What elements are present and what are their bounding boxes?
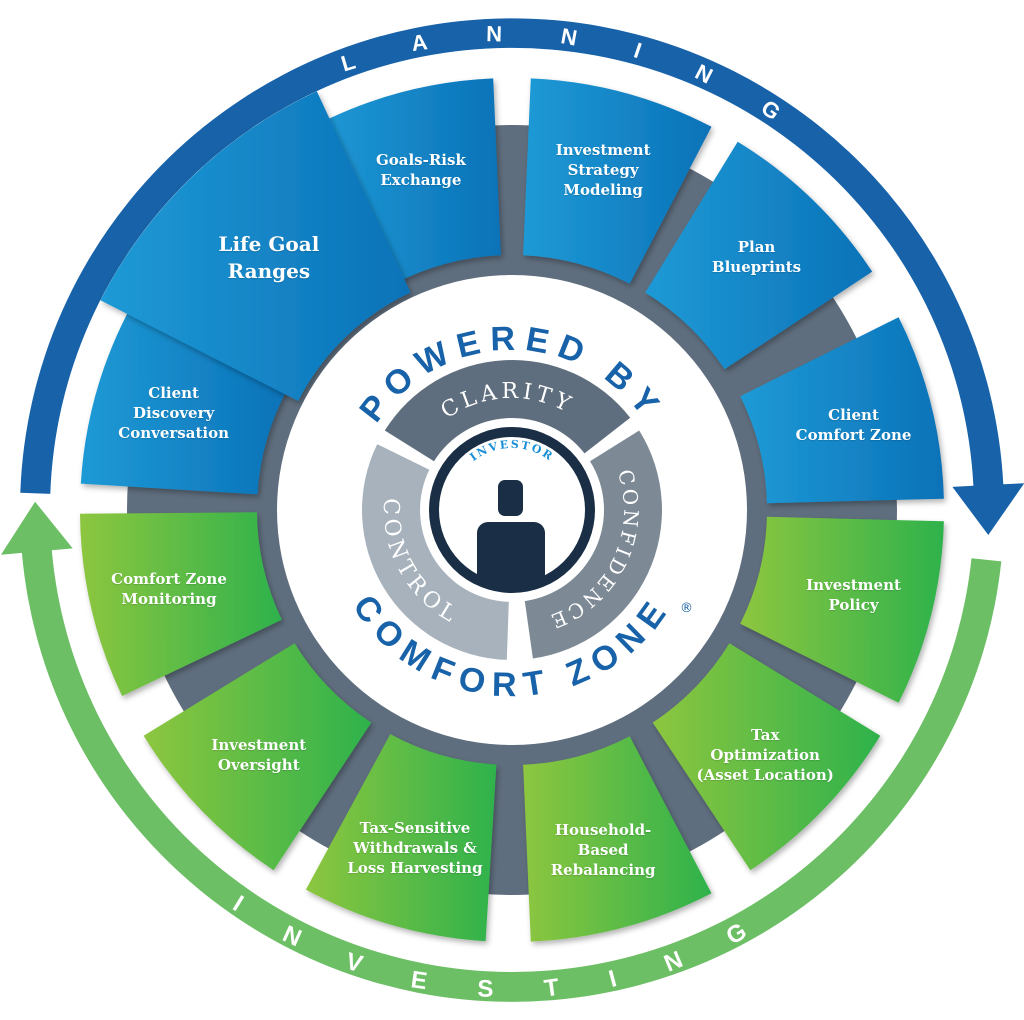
clarity-arrow bbox=[384, 360, 631, 462]
registered-mark: ® bbox=[680, 601, 693, 616]
tile-0 bbox=[312, 78, 501, 284]
confidence-arrow bbox=[524, 430, 662, 659]
tile-label: Tax Optimization (Asset Location) bbox=[696, 725, 834, 784]
tile-9 bbox=[80, 512, 282, 696]
tile-7 bbox=[305, 734, 497, 942]
tile-8 bbox=[143, 643, 372, 871]
tile-10 bbox=[80, 303, 288, 495]
tile-6 bbox=[523, 736, 712, 942]
tile-label: Client Discovery Conversation bbox=[118, 383, 229, 442]
tile-label: Plan Blueprints bbox=[711, 237, 802, 276]
tile-label: Client Comfort Zone bbox=[795, 405, 912, 444]
tile-1 bbox=[523, 78, 712, 284]
tile-11 bbox=[100, 91, 411, 402]
tile-label: Investment Oversight bbox=[211, 735, 307, 774]
tile-label: Goals-Risk Exchange bbox=[375, 150, 466, 189]
tile-label: Investment Policy bbox=[806, 576, 901, 615]
tile-label: Investment Strategy Modeling bbox=[555, 140, 651, 199]
tile-label: Tax-Sensitive Withdrawals & Loss Harvest… bbox=[347, 819, 483, 878]
investing-label: INVESTING bbox=[228, 891, 796, 1003]
tile-2 bbox=[645, 141, 873, 370]
tile-label: Comfort Zone Monitoring bbox=[111, 570, 227, 609]
tile-3 bbox=[740, 317, 944, 504]
tile-4 bbox=[740, 516, 944, 703]
tile-5 bbox=[652, 643, 881, 871]
person-icon bbox=[477, 480, 545, 583]
tile-label: Household- Based Rebalancing bbox=[550, 821, 656, 879]
tile-label: Life Goal Ranges bbox=[218, 232, 320, 284]
control-arrow bbox=[362, 444, 509, 660]
